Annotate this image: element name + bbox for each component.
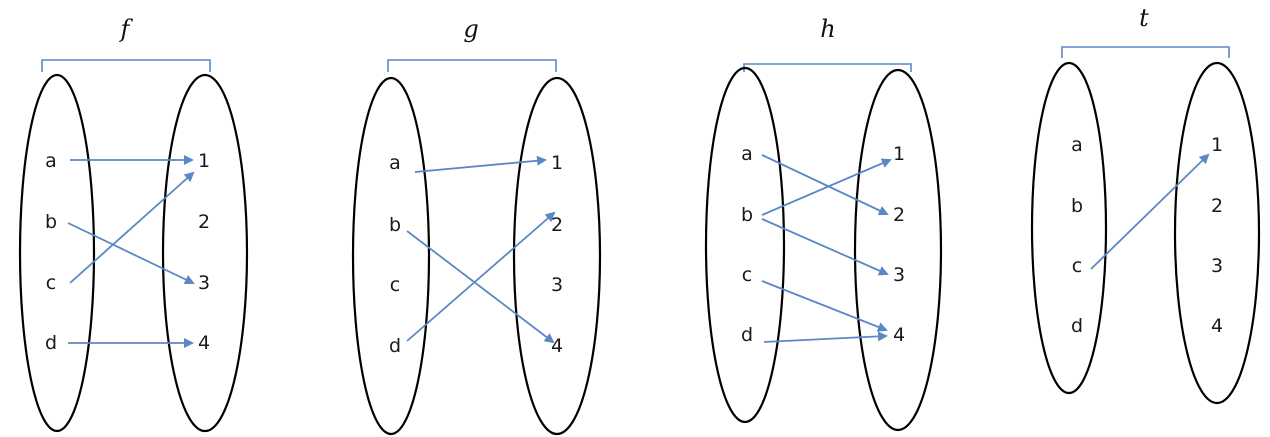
domain-ellipse <box>704 66 786 424</box>
domain-label-b: b <box>741 204 753 226</box>
mapping-arrow-d-4 <box>763 331 888 343</box>
diagram-title: f <box>119 15 134 43</box>
diagram-bracket <box>387 59 557 72</box>
mapping-arrow-a-1 <box>414 155 547 173</box>
domain-label-b: b <box>45 211 57 233</box>
diagram-t: t a b c d 1 2 3 4 <box>1030 4 1261 405</box>
mapping-arrow-c-1 <box>69 171 195 284</box>
codomain-label-1: 1 <box>893 143 905 165</box>
domain-label-a: a <box>45 150 57 172</box>
domain-label-c: c <box>390 274 400 296</box>
codomain-label-3: 3 <box>893 264 905 286</box>
mapping-arrow-b-3 <box>67 222 195 285</box>
domain-label-d: d <box>1071 315 1083 337</box>
diagram-g: g a b c d 1 2 3 4 <box>351 15 602 436</box>
codomain-label-3: 3 <box>198 272 210 294</box>
codomain-label-1: 1 <box>551 152 563 174</box>
diagram-f: f a b c d 1 2 3 4 <box>18 15 249 433</box>
codomain-ellipse <box>512 76 602 436</box>
codomain-label-2: 2 <box>198 211 210 233</box>
domain-ellipse <box>1030 61 1108 395</box>
codomain-label-4: 4 <box>1211 315 1223 337</box>
codomain-label-4: 4 <box>551 335 563 357</box>
domain-label-a: a <box>1071 134 1083 156</box>
mapping-arrow-b-3 <box>761 218 889 276</box>
domain-ellipse <box>18 73 96 433</box>
codomain-label-4: 4 <box>893 324 905 346</box>
domain-label-a: a <box>741 143 753 165</box>
codomain-label-3: 3 <box>551 274 563 296</box>
diagram-h: h a b c d 1 2 3 4 <box>704 15 943 432</box>
domain-label-c: c <box>742 264 752 286</box>
codomain-label-2: 2 <box>1211 195 1223 217</box>
domain-label-a: a <box>389 152 401 174</box>
diagram-title: t <box>1139 4 1149 32</box>
codomain-ellipse <box>853 68 943 432</box>
domain-label-b: b <box>1071 195 1083 217</box>
mapping-arrow-b-1 <box>761 158 892 216</box>
diagram-title: h <box>820 15 835 43</box>
codomain-label-1: 1 <box>198 150 210 172</box>
mapping-arrow-c-1 <box>1090 153 1210 270</box>
mapping-arrow-b-4 <box>406 230 555 344</box>
domain-label-c: c <box>1072 255 1082 277</box>
codomain-label-2: 2 <box>893 204 905 226</box>
domain-label-c: c <box>46 272 56 294</box>
codomain-ellipse <box>1173 61 1261 405</box>
diagram-bracket <box>41 59 211 72</box>
mapping-arrow-c-4 <box>761 280 888 332</box>
domain-label-d: d <box>741 324 753 346</box>
domain-label-d: d <box>389 335 401 357</box>
domain-ellipse <box>351 76 431 436</box>
codomain-label-1: 1 <box>1211 134 1223 156</box>
domain-label-b: b <box>389 214 401 236</box>
codomain-label-3: 3 <box>1211 255 1223 277</box>
mapping-arrow-d-2 <box>406 211 556 342</box>
diagram-bracket <box>743 63 912 72</box>
codomain-label-2: 2 <box>551 214 563 236</box>
domain-label-d: d <box>45 332 57 354</box>
diagram-bracket <box>1061 46 1230 58</box>
mapping-arrow-a-2 <box>761 154 889 216</box>
codomain-ellipse <box>161 73 249 433</box>
diagram-title: g <box>463 15 478 43</box>
codomain-label-4: 4 <box>198 332 210 354</box>
